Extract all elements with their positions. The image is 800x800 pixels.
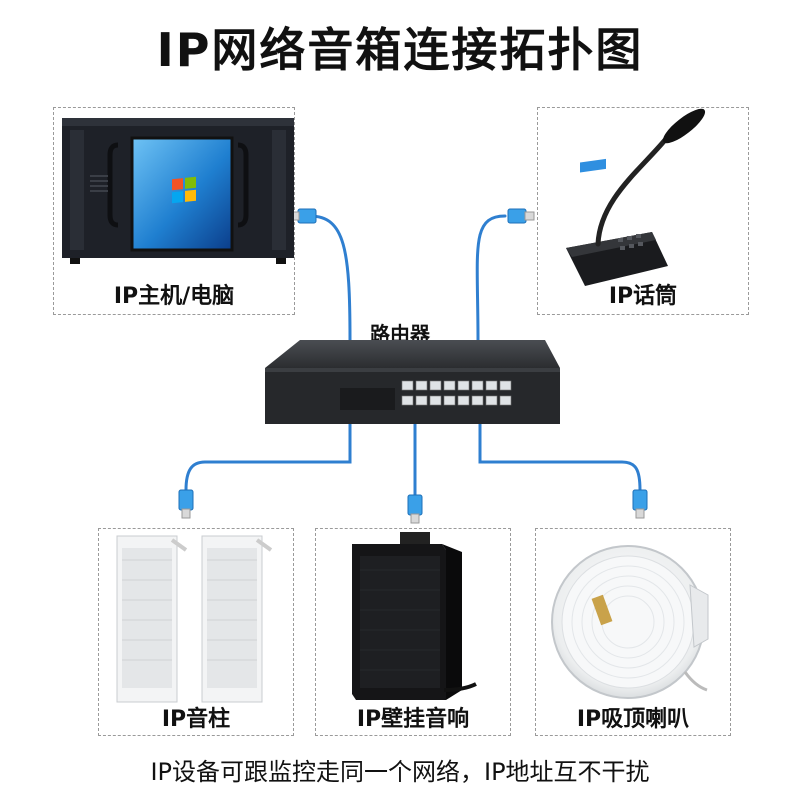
cable-pc [308,214,352,342]
windows-logo-icon [172,176,196,204]
diagram-title: IP网络音箱连接拓扑图 [156,23,644,77]
connector-mic [507,208,535,224]
cable-column [184,422,352,492]
device-box-mic: IP话筒 [537,107,749,315]
device-label-ceiling: IP吸顶喇叭 [576,707,690,732]
footer-note: IP设备可跟监控走同一个网络，IP地址互不干扰 [150,758,650,786]
rj45-connectors [178,208,648,524]
device-label-pc: IP主机/电脑 [113,284,235,309]
network-cables [184,214,642,497]
wall-speaker-illustration [352,532,477,700]
microphone-illustration [566,108,706,286]
router-illustration [265,340,560,424]
connector-wall [407,494,423,524]
device-label-mic: IP话筒 [608,284,678,309]
ceiling-speaker-illustration [551,545,709,699]
device-label-wall: IP壁挂音响 [356,707,470,732]
connector-ceiling [632,489,648,519]
column-speaker-left [116,535,188,703]
connector-column [178,489,194,519]
column-speakers-illustration [116,535,273,703]
cable-mic [475,214,507,342]
pc-illustration [62,118,294,264]
device-label-column: IP音柱 [161,707,231,732]
column-speaker-right [201,535,273,703]
cable-ceiling [478,422,642,492]
